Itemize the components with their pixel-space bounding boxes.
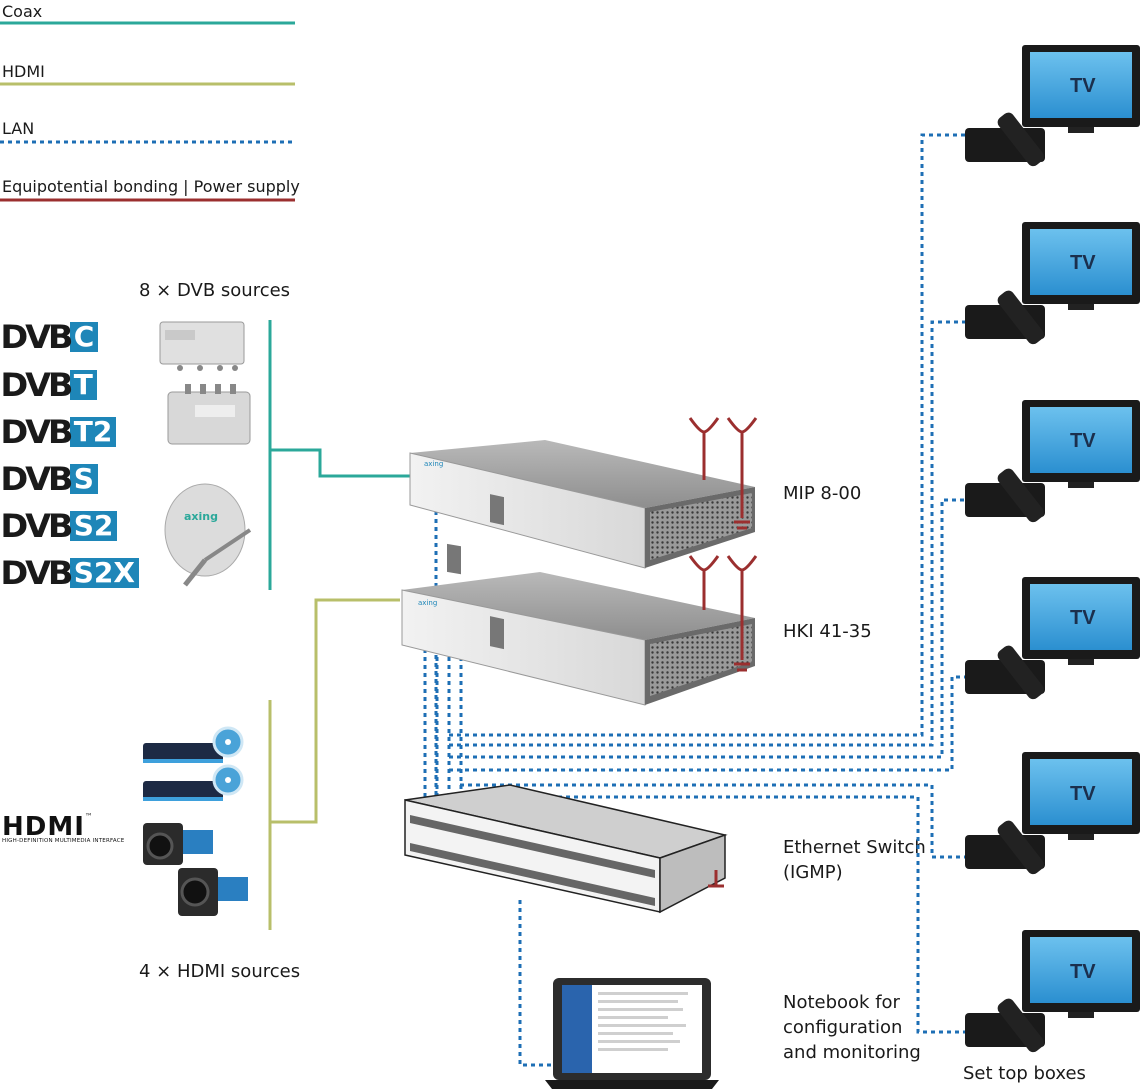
- tv-label-5: TV: [1070, 783, 1096, 805]
- tv-label-1: TV: [1070, 75, 1096, 97]
- legend-label-hdmi: HDMI: [2, 62, 45, 81]
- set-top-boxes-label: Set top boxes: [963, 1063, 1086, 1084]
- hki-brand: axing: [418, 599, 437, 607]
- dvb-sources-label: 8 × DVB sources: [139, 280, 291, 301]
- amplifier-device-1: [159, 321, 245, 371]
- mip-8-00-device: axing: [409, 440, 755, 575]
- tv-label-4: TV: [1070, 607, 1096, 629]
- tv-set-6: TV: [965, 930, 1140, 1053]
- tv-set-3: TV: [965, 400, 1140, 523]
- hdmi-logo: HDMI™ HIGH-DEFINITION MULTIMEDIA INTERFA…: [2, 812, 125, 844]
- amplifier-device-2: [167, 384, 251, 445]
- legend-label-lan: LAN: [2, 119, 35, 138]
- power-symbols: [688, 417, 758, 672]
- mip-label: MIP 8-00: [783, 483, 862, 504]
- hki-41-35-device: axing: [401, 572, 755, 706]
- mip-brand: axing: [424, 460, 443, 468]
- switch-label: Ethernet Switch (IGMP): [783, 837, 926, 883]
- satellite-dish-icon: axing: [164, 483, 252, 587]
- tv-set-1: TV: [965, 45, 1140, 167]
- hdmi-wiring: [268, 598, 400, 930]
- legend-label-coax: Coax: [2, 2, 43, 21]
- bluray-player-2: [143, 764, 244, 801]
- coax-wiring: [268, 320, 410, 590]
- tv-set-4: TV: [965, 577, 1140, 700]
- tv-label-2: TV: [1070, 252, 1096, 274]
- tv-set-5: TV: [965, 752, 1140, 875]
- tv-label-6: TV: [1070, 961, 1096, 983]
- ethernet-switch: [404, 784, 728, 914]
- hdmi-sources-label: 4 × HDMI sources: [139, 961, 301, 982]
- notebook-icon: [545, 978, 719, 1089]
- camcorder-2: [178, 868, 248, 916]
- dish-brand: axing: [184, 510, 218, 523]
- tv-label-3: TV: [1070, 430, 1096, 452]
- notebook-label: Notebook for configuration and monitorin…: [783, 992, 921, 1063]
- camcorder-1: [143, 823, 213, 865]
- legend-label-power: Equipotential bonding | Power supply: [2, 177, 300, 196]
- hki-label: HKI 41-35: [783, 621, 872, 642]
- tv-set-2: TV: [965, 222, 1140, 345]
- bluray-player-1: [143, 726, 244, 763]
